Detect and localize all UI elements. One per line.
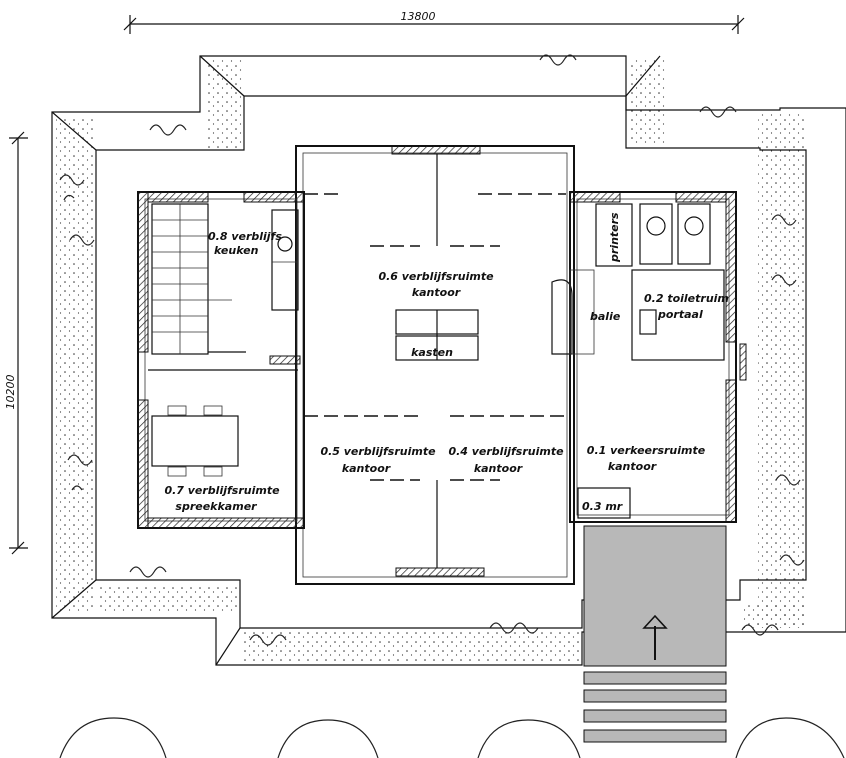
- staircase: [151, 203, 246, 355]
- cabinets-label: kasten: [411, 346, 453, 359]
- room-kantoor-06-line2: kantoor: [412, 286, 461, 299]
- building-walls: [137, 145, 747, 585]
- kitchen-counter: [271, 209, 299, 311]
- room-keuken-line2: keuken: [214, 244, 259, 257]
- interior-partitions: [148, 154, 566, 568]
- room-balie-label: balie: [590, 310, 621, 323]
- room-kantoor-05-line2: kantoor: [342, 462, 391, 475]
- room-toilet-line2: portaal: [657, 308, 703, 321]
- room-kantoor-06-line1: 0.6 verblijfsruimte: [378, 270, 494, 283]
- dimension-width: 13800: [123, 10, 745, 34]
- room-kantoor-04-line2: kantoor: [474, 462, 523, 475]
- entrance-landing: [583, 525, 727, 743]
- room-spreekkamer-line2: spreekkamer: [175, 500, 257, 513]
- terrace-border: [51, 55, 846, 666]
- room-labels: 0.8 verblijfs keuken 0.6 verblijfsruimte…: [164, 212, 728, 513]
- room-printers-label: printers: [608, 212, 621, 263]
- dimension-height-label: 10200: [4, 375, 17, 410]
- shrub-scribbles: [59, 54, 805, 646]
- right-wing-details: [551, 203, 725, 519]
- cabinets: [395, 309, 479, 361]
- room-toilet-line1: 0.2 toiletruim: [644, 292, 729, 305]
- tree-outlines: [59, 717, 845, 758]
- room-verkeer-line1: 0.1 verkeersruimte: [587, 444, 706, 457]
- room-meterkast-label: 0.3 mr: [582, 500, 623, 513]
- dimension-height: 10200: [4, 131, 28, 555]
- dimension-width-label: 13800: [401, 10, 436, 23]
- meeting-table: [151, 405, 239, 477]
- room-verkeer-line2: kantoor: [608, 460, 657, 473]
- room-keuken-line1: 0.8 verblijfs: [208, 230, 282, 243]
- room-kantoor-05-line1: 0.5 verblijfsruimte: [320, 445, 436, 458]
- room-spreekkamer-line1: 0.7 verblijfsruimte: [164, 484, 280, 497]
- room-kantoor-04-line1: 0.4 verblijfsruimte: [448, 445, 564, 458]
